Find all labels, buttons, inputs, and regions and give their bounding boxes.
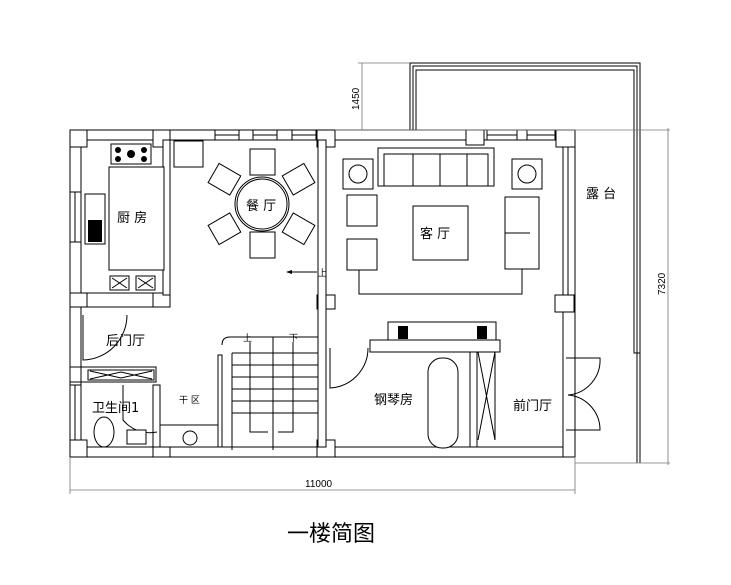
stair-label-up-dining: 上 xyxy=(318,268,327,279)
plan-title: 一楼简图 xyxy=(287,522,375,547)
room-label-dry-area: 干 区 xyxy=(179,395,200,406)
room-label-dining: 餐 厅 xyxy=(246,198,276,214)
windows xyxy=(69,129,576,441)
dimension-7320: 7320 xyxy=(657,272,668,295)
stair-label-up: 上 xyxy=(243,333,252,344)
dimension-lines xyxy=(69,62,670,494)
stairs-and-bath xyxy=(82,314,318,450)
dining-table xyxy=(207,148,317,274)
terrace-railing xyxy=(409,62,641,463)
living-room-furniture xyxy=(342,147,543,295)
room-label-living: 客 厅 xyxy=(420,226,450,242)
piano-room-fixtures xyxy=(329,321,601,449)
kitchen-fixtures xyxy=(84,140,204,291)
stair-label-down: 下 xyxy=(289,334,298,344)
room-label-kitchen: 厨 房 xyxy=(117,210,147,226)
room-label-terrace: 露 台 xyxy=(586,187,616,202)
room-label-piano-room: 钢琴房 xyxy=(374,392,413,408)
dimension-11000: 11000 xyxy=(305,479,333,490)
room-label-front-hall: 前门厅 xyxy=(513,398,552,414)
room-label-back-hall: 后门厅 xyxy=(106,334,145,349)
dimension-1450: 1450 xyxy=(351,87,362,110)
room-label-bathroom: 卫生间1 xyxy=(92,401,139,416)
